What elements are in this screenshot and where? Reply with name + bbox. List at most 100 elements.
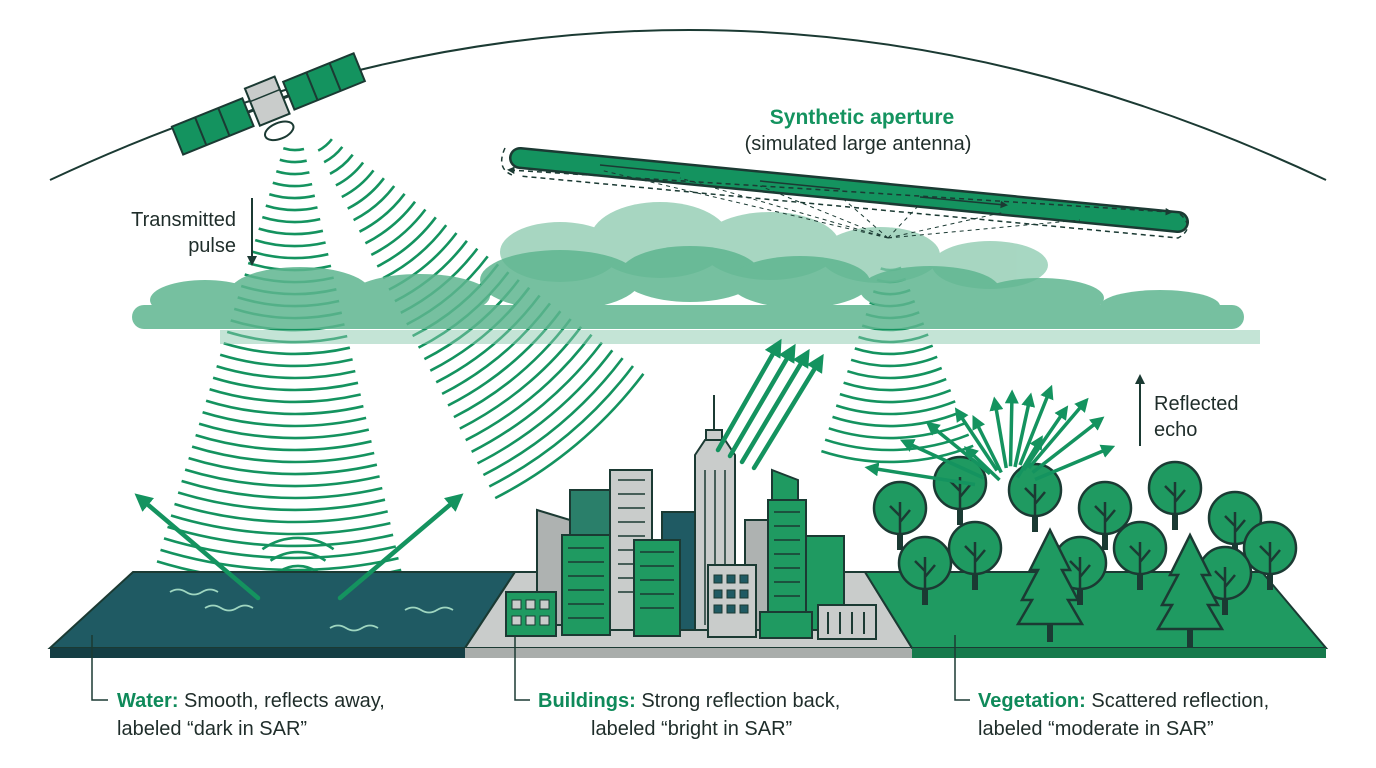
cloud-icon	[132, 202, 1260, 344]
wave-arc	[364, 200, 417, 245]
buildings-leader-line	[514, 635, 530, 701]
scattered-echo-arrows	[864, 384, 1116, 487]
wave-arc	[335, 161, 365, 187]
wave-arc	[317, 138, 333, 152]
reflected-label-line2: echo	[1154, 419, 1197, 441]
wave-arc	[265, 204, 318, 212]
wave-arc	[205, 399, 364, 416]
wave-arc	[167, 525, 394, 548]
buildings-caption-line1: Buildings: Strong reflection back,	[538, 690, 840, 712]
wave-arc	[261, 215, 321, 224]
scatter-arrow	[864, 462, 976, 487]
aperture-subtitle: (simulated large antenna)	[745, 133, 972, 155]
satellite-icon	[170, 52, 367, 156]
wave-arc	[832, 411, 961, 428]
scatter-arrow	[1015, 435, 1043, 479]
wave-arc	[824, 433, 970, 452]
wave-arc	[177, 491, 386, 512]
wave-arc	[465, 333, 593, 442]
water-caption-line1: Water: Smooth, reflects away,	[117, 690, 385, 712]
wave-arc	[170, 514, 391, 536]
scatter-arrow	[972, 414, 1003, 474]
wave-arc	[846, 366, 943, 380]
scatter-arrow	[989, 396, 1008, 469]
wave-arc	[282, 147, 305, 152]
wave-arc	[341, 169, 375, 199]
wave-arc	[482, 357, 624, 477]
wave-arc	[279, 158, 307, 164]
water-desc: Smooth, reflects away,	[178, 690, 384, 712]
wave-arc	[323, 146, 344, 164]
water-term: Water:	[117, 690, 178, 712]
wave-arc	[828, 422, 965, 440]
wave-arc	[219, 353, 353, 368]
scatter-arrow	[1031, 416, 1105, 474]
wave-arc	[376, 216, 437, 268]
wave-arc	[188, 456, 378, 476]
wave-arc	[254, 238, 326, 248]
buildings-term: Buildings:	[538, 690, 636, 712]
transmitted-label-line2: pulse	[188, 235, 236, 257]
buildings-caption-line2: labeled “bright in SAR”	[591, 718, 792, 740]
wave-arc	[258, 227, 324, 236]
wave-arc	[216, 365, 356, 380]
scatter-arrow	[1013, 392, 1036, 468]
wave-arc	[370, 208, 427, 257]
wave-arc	[268, 192, 316, 200]
scatter-arrow	[1018, 384, 1054, 466]
wave-arc	[850, 355, 938, 368]
wave-arc	[488, 365, 635, 488]
water-surface	[47, 571, 517, 658]
water-caption-line2: labeled “dark in SAR”	[117, 718, 307, 740]
vegetation-caption-line2: labeled “moderate in SAR”	[978, 718, 1214, 740]
wave-arc	[494, 373, 645, 500]
wave-arc	[261, 536, 335, 551]
wave-arc	[358, 193, 406, 233]
wave-arc	[820, 444, 974, 464]
wave-arc	[181, 479, 383, 500]
wave-arc	[212, 376, 359, 392]
wave-arc	[843, 377, 947, 392]
wave-arc	[275, 169, 310, 176]
wave-arc	[174, 502, 388, 524]
wave-arc	[223, 342, 351, 356]
synthetic-aperture-antenna	[500, 147, 1189, 239]
arrow-icon	[134, 338, 824, 601]
wave-arc	[163, 537, 397, 560]
wave-arc	[353, 185, 396, 222]
water-leader-line	[91, 635, 108, 701]
wave-arc	[476, 349, 614, 465]
transmitted-label-line1: Transmitted	[131, 209, 236, 231]
aperture-title: Synthetic aperture	[770, 106, 954, 129]
wave-arc	[184, 468, 380, 488]
scatter-arrow	[963, 446, 1001, 482]
vegetation-leader-line	[954, 635, 970, 701]
scatter-arrow	[899, 439, 985, 480]
wave-arc	[269, 550, 327, 562]
scatter-arrow	[1027, 397, 1089, 470]
wave-arc	[347, 177, 385, 210]
wave-arc	[835, 400, 956, 416]
vegetation-desc: Scattered reflection,	[1086, 690, 1269, 712]
wave-arc	[471, 341, 603, 453]
wave-arc	[277, 564, 319, 574]
scatter-arrow	[1022, 405, 1069, 471]
scatter-arrow	[1004, 389, 1019, 467]
scatter-arrow	[954, 407, 999, 472]
reflected-label-line1: Reflected	[1154, 393, 1239, 415]
buildings-desc: Strong reflection back,	[636, 690, 841, 712]
wave-arc	[191, 445, 375, 464]
wave-arc	[160, 548, 399, 572]
wave-arc	[854, 344, 934, 356]
wave-arc	[251, 250, 329, 260]
vegetation-term: Vegetation:	[978, 690, 1086, 712]
wave-arc	[272, 181, 313, 188]
wave-arc	[839, 388, 952, 404]
wave-arc	[195, 433, 372, 452]
wave-arc	[198, 422, 370, 440]
wave-arc	[209, 387, 361, 404]
scatter-arrow	[1034, 444, 1116, 482]
vegetation-caption-line1: Vegetation: Scattered reflection,	[978, 690, 1269, 712]
